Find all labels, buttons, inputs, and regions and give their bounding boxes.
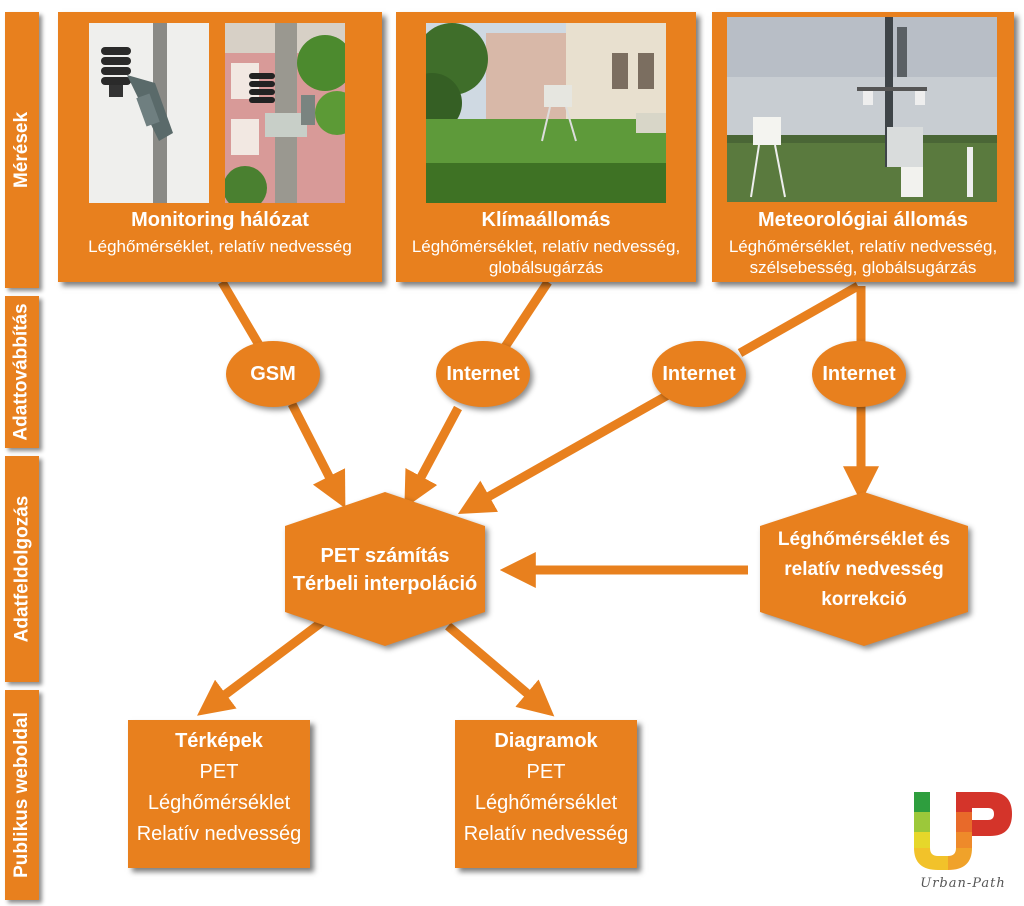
processing-main-line-1: PET számítás: [320, 545, 450, 567]
station-meteo-line-2: szélsebesség, globálsugárzás: [749, 258, 977, 277]
urban-path-caption: Urban-Path: [920, 876, 1006, 891]
station-klima-line-2: globálsugárzás: [488, 258, 604, 277]
station-klima-line-1: Léghőmérséklet, relatív nedvesség,: [411, 237, 681, 256]
ellipse-internet-1: [436, 341, 530, 407]
output-diagramok-line-2: Léghőmérséklet: [474, 792, 618, 814]
station-monitoring-line-1: Léghőmérséklet, relatív nedvesség: [88, 237, 352, 256]
row-label-adattovabbitas: Adattovábbítás: [5, 296, 39, 448]
urban-path-logo-mark: [914, 792, 1012, 870]
ellipse-internet-3: [812, 341, 906, 407]
processing-main-line-2: Térbeli interpoláció: [292, 573, 478, 595]
row-label-adatfeldolgozas: Adatfeldolgozás: [5, 456, 39, 682]
arrow-internet-hex: [404, 405, 462, 509]
processing-correction-line-1: Léghőmérséklet és: [777, 529, 951, 550]
station-meteo-title: Meteorológiai állomás: [757, 209, 969, 231]
photo-monitoring-sensor-1: [89, 23, 209, 203]
station-monitoring-title: Monitoring hálózat: [131, 209, 309, 231]
photo-klima-station: [426, 23, 666, 203]
arrow-hex-terkepek: [197, 618, 325, 716]
connector-meteo-internet: [737, 282, 861, 357]
station-meteo-line-1: Léghőmérséklet, relatív nedvesség,: [728, 237, 998, 256]
ellipse-gsm: [226, 341, 320, 407]
arrow-hex-diagramok: [445, 622, 555, 717]
transfer-gsm: GSM: [250, 362, 296, 385]
station-klima: Klímaállomás Léghőmérséklet, relatív ned…: [396, 12, 696, 282]
processing-correction: Léghőmérséklet és relatív nedvesség korr…: [760, 522, 968, 618]
ellipse-internet-2: [652, 341, 746, 407]
photo-meteo-station: [727, 17, 997, 202]
output-diagramok: Diagramok PET Léghőmérséklet Relatív ned…: [455, 720, 637, 868]
output-diagramok-line-1: PET: [526, 761, 566, 783]
processing-correction-line-3: korrekció: [821, 589, 907, 610]
output-diagramok-title: Diagramok: [494, 730, 598, 752]
photo-monitoring-sensor-2: [225, 23, 345, 203]
transfer-internet-1: Internet: [446, 362, 520, 385]
arrow-internet2-hex: [457, 391, 671, 514]
output-terkepek-line-1: PET: [199, 761, 239, 783]
hexagon-pet: [285, 492, 485, 646]
output-terkepek-title: Térképek: [175, 730, 263, 752]
station-monitoring: Monitoring hálózat Léghőmérséklet, relat…: [58, 12, 382, 282]
connector-klima-internet: [499, 279, 552, 353]
processing-main: PET számítás Térbeli interpoláció: [285, 530, 485, 610]
output-diagramok-line-3: Relatív nedvesség: [463, 823, 629, 845]
row-label-meresek: Mérések: [5, 12, 39, 288]
transfer-internet-2: Internet: [662, 362, 736, 385]
station-klima-title: Klímaállomás: [481, 209, 611, 231]
processing-correction-line-2: relatív nedvesség: [784, 559, 944, 580]
output-terkepek-line-3: Relatív nedvesség: [136, 823, 302, 845]
station-meteo: Meteorológiai állomás Léghőmérséklet, re…: [712, 12, 1014, 282]
hexagon-correction: [760, 492, 968, 646]
transfer-internet-3: Internet: [822, 362, 896, 385]
connector-monitoring-gsm: [218, 279, 266, 353]
row-label-publikus: Publikus weboldal: [5, 690, 39, 900]
urban-path-logo: Urban-Path: [908, 788, 1018, 900]
output-terkepek-line-2: Léghőmérséklet: [147, 792, 291, 814]
arrow-gsm-hex: [287, 401, 346, 509]
output-terkepek: Térképek PET Léghőmérséklet Relatív nedv…: [128, 720, 310, 868]
